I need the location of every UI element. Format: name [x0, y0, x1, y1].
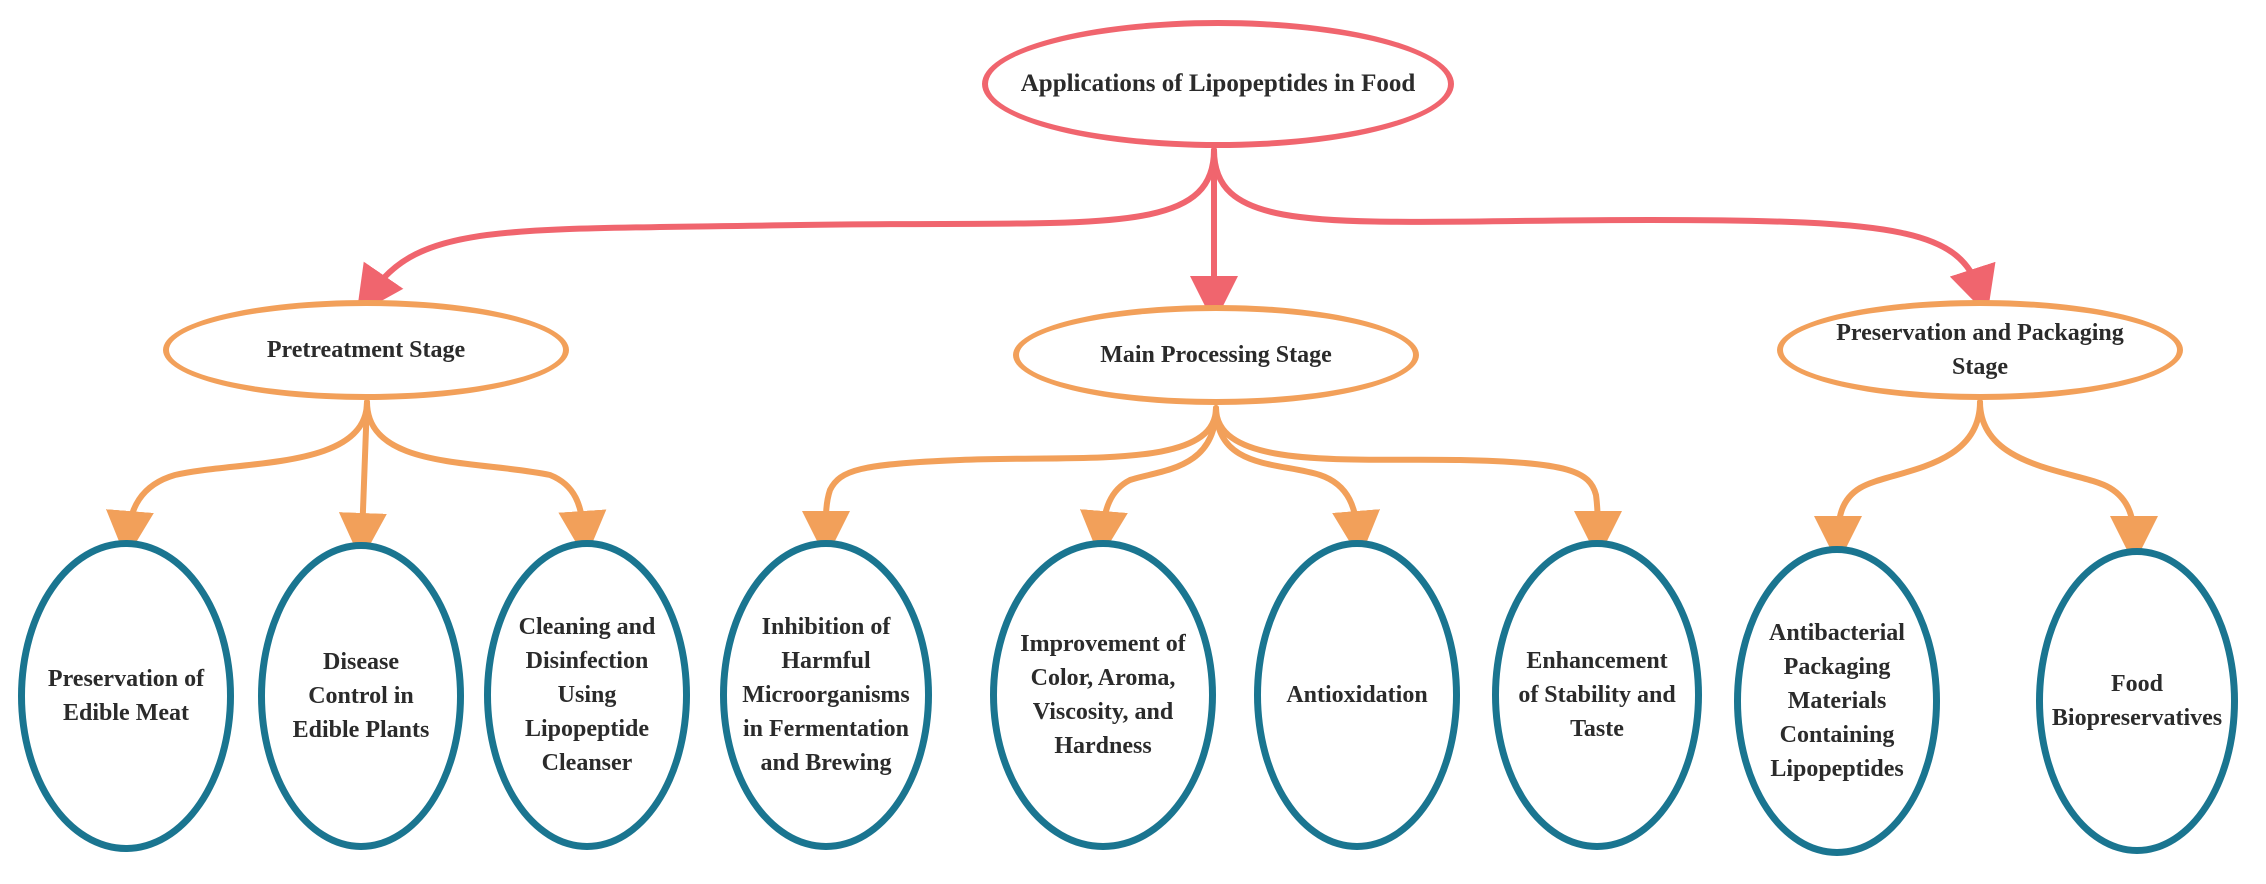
leaf-label-inhibition: Inhibition of Harmful Microorganisms in …	[742, 614, 910, 776]
edge-root-to-pretreatment	[356, 147, 1217, 315]
leaf-label-antioxidation: Antioxidation	[1286, 682, 1428, 708]
leaf-label-biopreservatives: Food Biopreservatives	[2051, 671, 2223, 731]
leaf-node-antioxidation: Antioxidation	[1254, 540, 1460, 850]
leaf-node-improvement: Improvement of Color, Aroma, Viscosity, …	[990, 540, 1216, 850]
stage-node-pretreatment: Pretreatment Stage	[163, 300, 569, 400]
leaf-node-inhibition: Inhibition of Harmful Microorganisms in …	[720, 540, 932, 850]
leaf-label-plants: Disease Control in Edible Plants	[292, 649, 430, 743]
edge-pretreatment-to-cleaning	[364, 399, 607, 559]
stage-node-preservation-packaging: Preservation and Packaging Stage	[1777, 300, 2183, 400]
leaf-label-improvement: Improvement of Color, Aroma, Viscosity, …	[1020, 631, 1186, 759]
leaf-node-plants: Disease Control in Edible Plants	[258, 542, 464, 850]
leaf-label-meat: Preservation of Edible Meat	[47, 666, 205, 726]
edge-main-to-inhibition	[801, 405, 1219, 559]
leaf-label-enhancement: Enhancement of Stability and Taste	[1518, 648, 1676, 742]
edge-packaging-to-antibacterial	[1814, 399, 1983, 564]
leaf-node-enhancement: Enhancement of Stability and Taste	[1492, 540, 1702, 850]
stage-label-main-processing: Main Processing Stage	[1100, 342, 1332, 368]
stage-label-preservation-packaging: Preservation and Packaging Stage	[1836, 320, 2124, 380]
edge-pretreatment-to-plants	[338, 399, 387, 561]
leaf-label-cleaning: Cleaning and Disinfection Using Lipopept…	[518, 614, 656, 776]
edge-main-to-enhancement	[1213, 405, 1622, 559]
stage-label-pretreatment: Pretreatment Stage	[266, 337, 466, 363]
stage-node-main-processing: Main Processing Stage	[1013, 305, 1419, 405]
leaf-label-antibacterial: Antibacterial Packaging Materials Contai…	[1769, 620, 1905, 782]
root-label: Applications of Lipopeptides in Food	[1020, 70, 1416, 97]
leaf-node-cleaning: Cleaning and Disinfection Using Lipopept…	[484, 540, 690, 850]
edge-root-to-preservation-packaging	[1211, 147, 1996, 315]
edge-main-to-improvement	[1079, 405, 1219, 559]
edge-packaging-to-biopreservatives	[1977, 399, 2158, 564]
root-node: Applications of Lipopeptides in Food	[982, 20, 1454, 148]
leaf-node-meat: Preservation of Edible Meat	[18, 540, 234, 852]
edge-main-to-antioxidation	[1213, 405, 1381, 559]
leaf-node-antibacterial: Antibacterial Packaging Materials Contai…	[1734, 546, 1940, 856]
leaf-node-biopreservatives: Food Biopreservatives	[2036, 548, 2238, 854]
edge-pretreatment-to-meat	[105, 399, 370, 559]
